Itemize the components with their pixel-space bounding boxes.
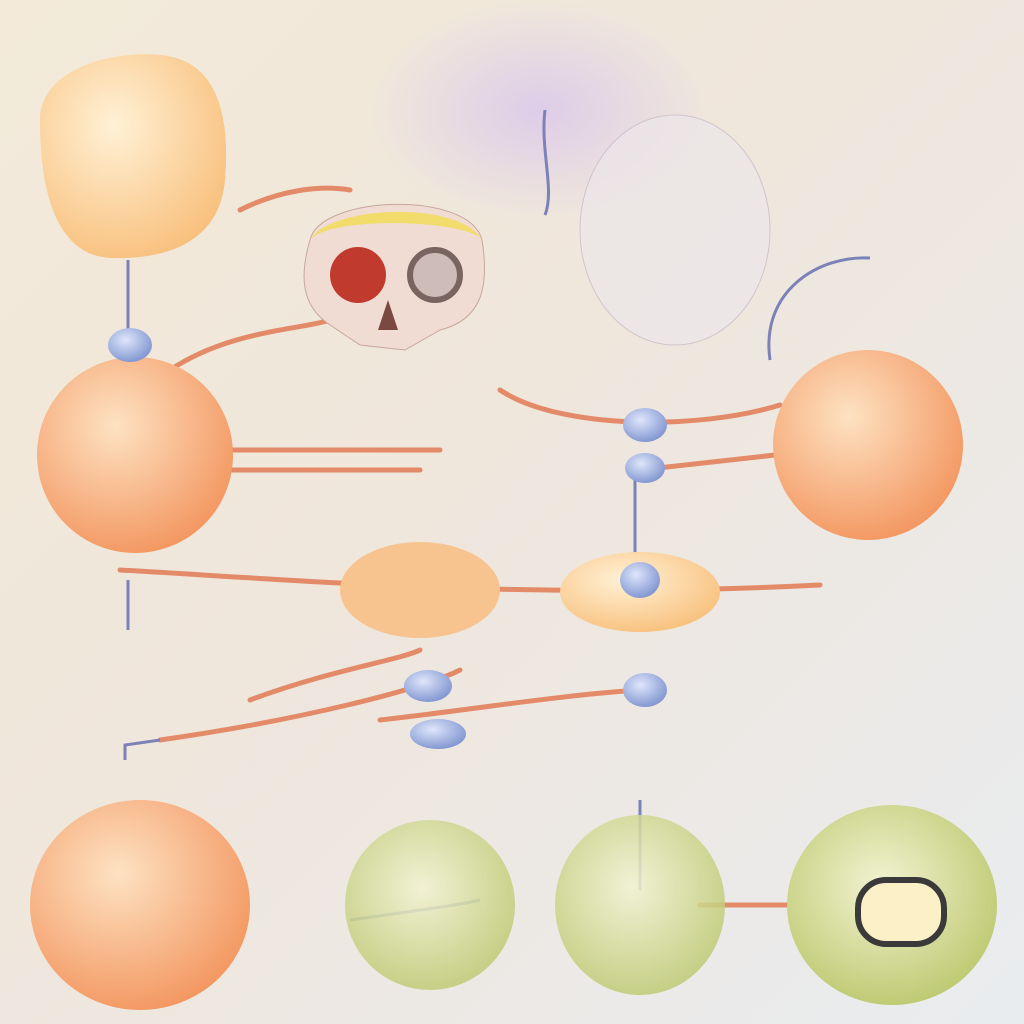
node-mid-right xyxy=(773,350,963,540)
node-bottom-center-left xyxy=(345,820,515,990)
node-top-left xyxy=(40,54,227,259)
skull xyxy=(303,203,485,351)
node-mid-left xyxy=(37,357,233,553)
center-organ-left xyxy=(340,542,500,638)
node-bottom-center-right xyxy=(555,815,725,995)
node-top-right xyxy=(579,114,771,346)
node-bottom-left xyxy=(30,800,250,1010)
inner-capsule xyxy=(855,877,947,947)
bulb-nodes xyxy=(108,328,667,749)
